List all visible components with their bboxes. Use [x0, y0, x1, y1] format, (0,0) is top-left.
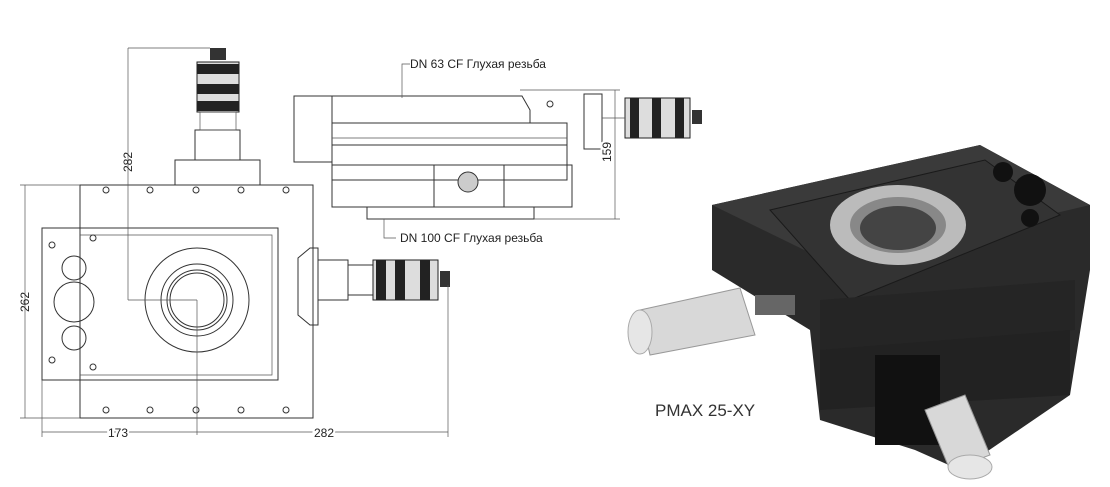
micrometer-top — [196, 48, 240, 131]
micrometer-side — [297, 247, 450, 326]
bottom-flange-label: DN 100 CF Глухая резьба — [400, 231, 543, 245]
dim-282-vertical: 282 — [121, 152, 135, 172]
render-micrometer-left — [627, 287, 795, 356]
product-render — [627, 145, 1090, 480]
dim-282-horizontal: 282 — [314, 426, 334, 440]
top-view: 282 262 173 282 — [18, 47, 450, 442]
product-name: PMAX 25-XY — [655, 401, 756, 420]
side-view: DN 63 CF Глухая резьба DN 100 CF Глухая … — [293, 57, 702, 245]
dim-159: 159 — [600, 142, 614, 162]
render-micrometer-front — [875, 355, 993, 480]
dim-262: 262 — [18, 292, 32, 312]
top-flange-label: DN 63 CF Глухая резьба — [410, 57, 546, 71]
dim-173: 173 — [108, 426, 128, 440]
